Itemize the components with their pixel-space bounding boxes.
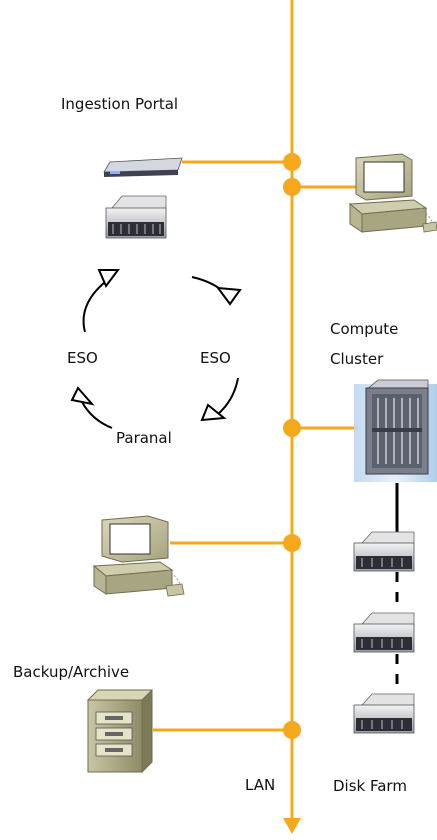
lan-label: LAN [245, 776, 275, 794]
server-icon [105, 195, 167, 239]
lan-junction [283, 419, 301, 437]
eso-right-label: ESO [200, 349, 231, 367]
rack-server-icon [103, 157, 183, 177]
disk-server-icon [353, 612, 415, 653]
eso-left-label: ESO [67, 349, 98, 367]
compute-label-line2: Cluster [330, 350, 384, 368]
compute-label-line1: Compute [330, 320, 398, 338]
lan-junction [283, 153, 301, 171]
disk-server-icon [353, 693, 415, 734]
lan-junction [283, 534, 301, 552]
workstation-icon [348, 153, 437, 233]
lan-backbone [153, 0, 358, 834]
disk-server-icon [353, 531, 415, 572]
lan-junction [283, 721, 301, 739]
disk-farm-label: Disk Farm [333, 777, 407, 795]
ingestion-portal-label: Ingestion Portal [61, 95, 178, 113]
compute-cluster-icon [354, 379, 437, 482]
workstation-icon [92, 515, 185, 597]
backup-archive-label: Backup/Archive [13, 663, 129, 681]
eso-cycle [70, 269, 242, 429]
lan-junction [283, 178, 301, 196]
paranal-label: Paranal [116, 429, 172, 447]
archive-cabinet-icon [86, 688, 153, 774]
